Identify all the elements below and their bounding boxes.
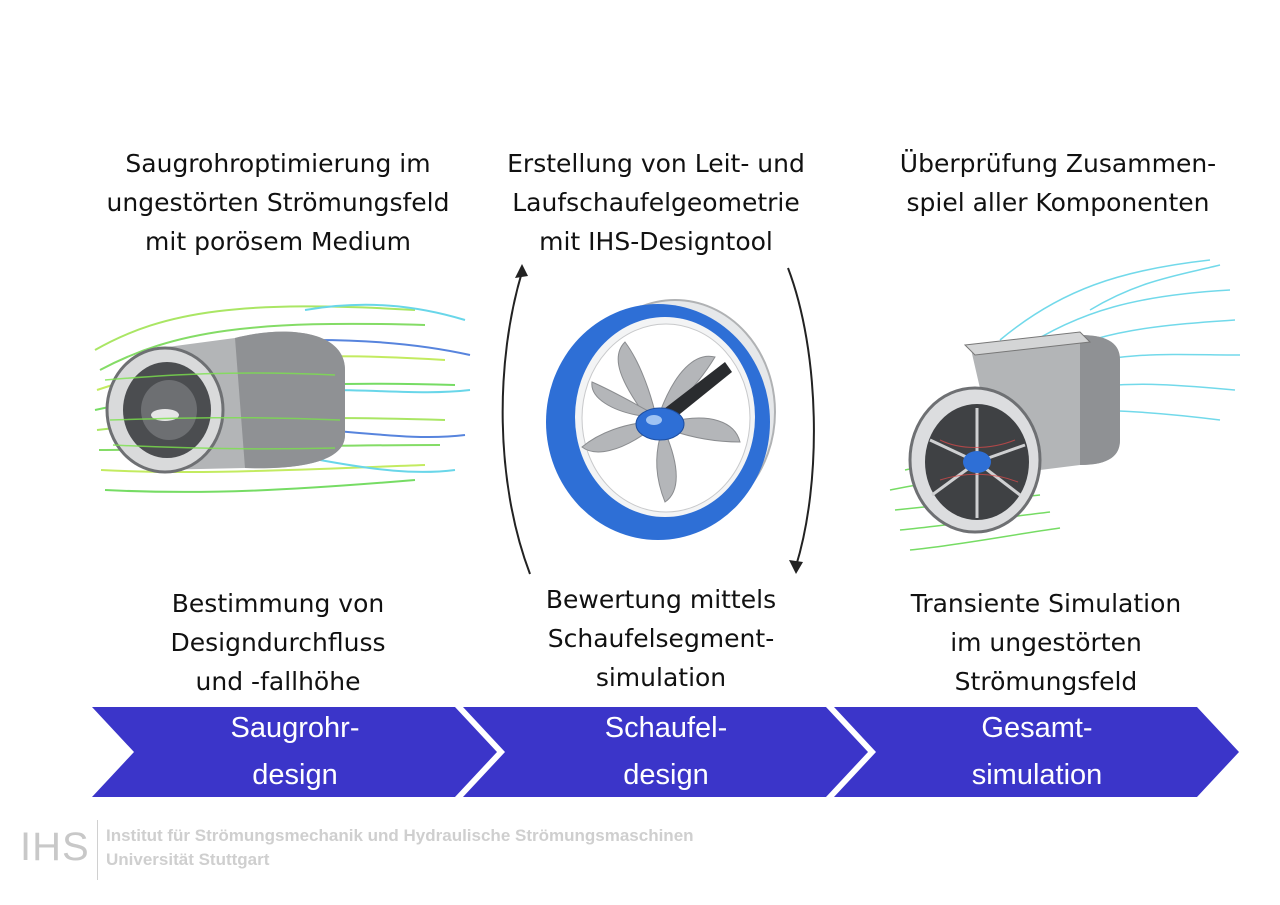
chevron-label-line: design — [623, 759, 709, 791]
text-line: Überprüfung Zusammen- — [899, 149, 1217, 178]
stage1-bottom-text: Bestimmung von Designdurchfluss und -fal… — [98, 584, 458, 701]
chevron-label-stage2: Schaufel- design — [531, 705, 801, 799]
footer-divider — [97, 820, 98, 880]
stage2-top-text: Erstellung von Leit- und Laufschaufelgeo… — [470, 144, 842, 261]
stage2-bottom-text: Bewertung mittels Schaufelsegment- simul… — [480, 580, 842, 697]
chevron-stage1 — [92, 707, 497, 797]
chevron-label-line: design — [252, 759, 338, 791]
chevron-label-line: simulation — [971, 759, 1103, 791]
cycle-arrow-right-head — [789, 560, 803, 574]
assembly-illustration — [889, 259, 1241, 551]
cycle-arrow-left-head — [515, 264, 528, 278]
ihs-logo: IHS — [20, 825, 90, 869]
stage3-top-text: Überprüfung Zusammen- spiel aller Kompon… — [872, 144, 1244, 222]
text-line: Designdurchfluss — [170, 628, 386, 657]
text-line: Laufschaufelgeometrie — [512, 188, 800, 217]
text-line: und -fallhöhe — [195, 667, 361, 696]
stage3-bottom-text: Transiente Simulation im ungestörten Str… — [866, 584, 1226, 701]
chevron-label-stage1: Saugrohr- design — [160, 705, 430, 799]
text-line: Erstellung von Leit- und — [507, 149, 805, 178]
chevron-label-line: Saugrohr- — [230, 712, 360, 744]
text-line: Transiente Simulation — [910, 589, 1182, 618]
draft-tube-illustration — [94, 303, 471, 493]
text-line: Saugrohroptimierung im — [125, 149, 431, 178]
cycle-arrow-left — [501, 271, 531, 575]
chevron-stage2 — [463, 707, 868, 797]
chevron-stage3 — [834, 707, 1239, 797]
text-line: mit porösem Medium — [145, 227, 411, 256]
chevron-label-line: Gesamt- — [981, 712, 1093, 744]
text-line: mit IHS-Designtool — [539, 227, 773, 256]
text-line: im ungestörten — [950, 628, 1142, 657]
text-line: simulation — [595, 663, 727, 692]
text-line: Bestimmung von — [171, 589, 385, 618]
footer-institute: Institut für Strömungsmechanik und Hydra… — [106, 824, 694, 872]
cycle-arrow-right — [787, 267, 815, 567]
runner-blade-illustration — [501, 264, 815, 575]
text-line: ungestörten Strömungsfeld — [106, 188, 450, 217]
chevron-label-line: Schaufel- — [604, 712, 728, 744]
text-line: Bewertung mittels — [545, 585, 777, 614]
text-line: spiel aller Komponenten — [906, 188, 1210, 217]
footer-line1: Institut für Strömungsmechanik und Hydra… — [106, 826, 694, 845]
stage1-top-text: Saugrohroptimierung im ungestörten Ström… — [88, 144, 468, 261]
footer-line2: Universität Stuttgart — [106, 850, 270, 869]
text-line: Strömungsfeld — [954, 667, 1138, 696]
chevron-label-stage3: Gesamt- simulation — [902, 705, 1172, 799]
text-line: Schaufelsegment- — [547, 624, 775, 653]
